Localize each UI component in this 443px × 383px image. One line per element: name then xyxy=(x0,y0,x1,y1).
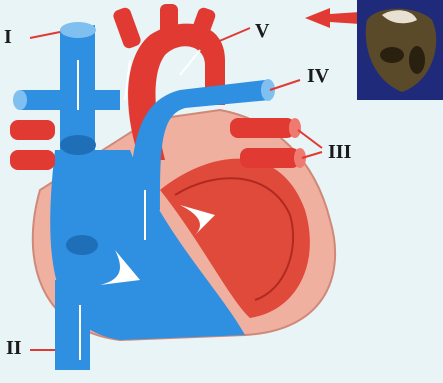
label-ii: II xyxy=(6,337,22,360)
label-v: V xyxy=(255,20,269,43)
inferior-vena-cava xyxy=(55,280,90,370)
heart-photo xyxy=(357,0,443,100)
label-iv: IV xyxy=(307,65,329,88)
photo-arrow xyxy=(305,8,360,28)
label-i: I xyxy=(4,26,12,49)
label-iii: III xyxy=(328,141,351,164)
